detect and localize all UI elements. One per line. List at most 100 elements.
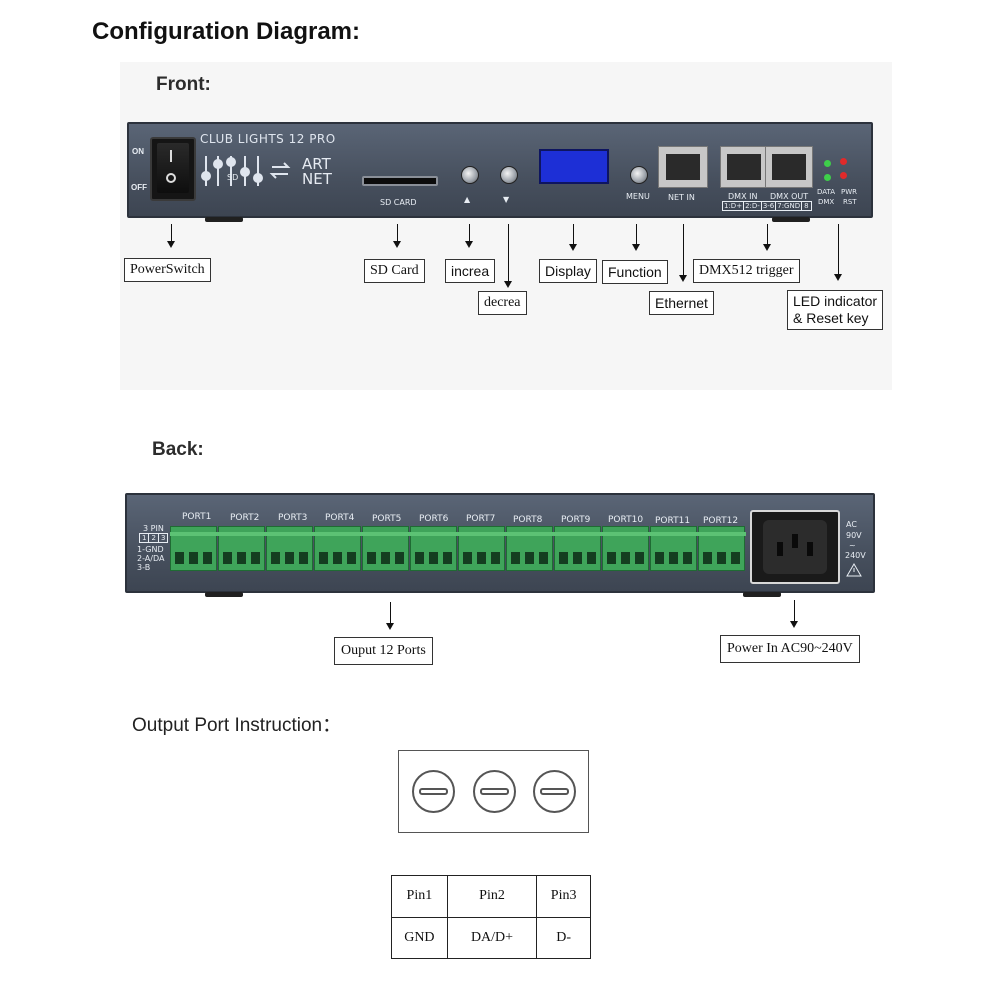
dmx-pin-label: 7:GND	[777, 202, 803, 210]
ac-90v-label: 90V	[846, 531, 862, 540]
reset-key[interactable]	[840, 172, 847, 179]
power-switch-rocker	[157, 143, 189, 193]
arrow-down-icon	[386, 623, 394, 630]
callout-dmx512-trigger: DMX512 trigger	[693, 259, 800, 283]
callout-power-in: Power In AC90~240V	[720, 635, 860, 663]
screw-icon	[412, 770, 455, 813]
arrow-line	[508, 224, 509, 281]
arrow-down-icon	[763, 244, 771, 251]
dmx-led-icon	[824, 174, 831, 181]
arrow-line	[636, 224, 637, 244]
pin-table-header: Pin3	[536, 875, 591, 918]
arrow-down-icon	[790, 621, 798, 628]
arrow-line	[767, 224, 768, 244]
artnet-logo: ART NET	[302, 157, 332, 187]
data-led-label: DATA	[817, 188, 836, 196]
data-led-icon	[824, 160, 831, 167]
port-label: PORT9	[561, 515, 591, 525]
increase-button[interactable]	[461, 166, 479, 184]
dmx-in-socket	[727, 154, 761, 180]
dmx-out-panel-label: DMX OUT	[770, 192, 809, 201]
back-foot-right	[743, 592, 781, 597]
artnet-logo-line1: ART	[302, 155, 331, 173]
back-foot-left	[205, 592, 243, 597]
pin-number: 1	[140, 534, 150, 542]
menu-panel-label: MENU	[626, 192, 650, 201]
switch-off-mark-icon	[166, 173, 176, 183]
front-foot-left	[205, 217, 243, 222]
up-arrow-icon: ▲	[464, 195, 471, 204]
ethernet-socket	[666, 154, 700, 180]
iec-pins-icon	[777, 534, 813, 556]
port-label: PORT1	[182, 512, 212, 522]
pin-table: Pin1 Pin2 Pin3 GND DA/D+ D-	[391, 875, 591, 959]
pin-table-cell: D-	[536, 916, 591, 959]
arrow-down-icon	[393, 241, 401, 248]
pwr-led-icon	[840, 158, 847, 165]
ac-tilde-label: ~	[849, 541, 856, 550]
arrow-line	[397, 224, 398, 241]
rst-label: RST	[843, 198, 857, 206]
port-label: PORT2	[230, 513, 260, 523]
front-foot-right	[772, 217, 810, 222]
dmx-out-socket	[772, 154, 806, 180]
dmx-pin-strip: 1:D+ 2:D- 3-6 7:GND 8	[722, 201, 812, 211]
screw-terminal-diagram	[398, 750, 589, 833]
sd-card-panel-label: SD CARD	[380, 198, 417, 207]
pin-table-header: Pin2	[446, 875, 538, 918]
callout-output-ports: Ouput 12 Ports	[334, 637, 433, 665]
ac-240v-label: 240V	[845, 551, 866, 560]
callout-led-reset: LED indicator & Reset key	[787, 290, 884, 330]
port-label: PORT10	[608, 515, 644, 525]
net-in-panel-label: NET IN	[668, 193, 695, 202]
pwr-led-label: PWR	[841, 188, 858, 196]
callout-power-switch: PowerSwitch	[124, 258, 211, 282]
pin-number: 3	[160, 534, 166, 542]
port-label: PORT12	[703, 516, 739, 526]
port-label: PORT8	[513, 515, 543, 525]
pin-legend-gnd: 1-GND	[137, 545, 164, 554]
oled-display	[539, 149, 609, 184]
ac-label: AC	[846, 520, 857, 529]
instruction-title: Output Port Instruction：	[132, 715, 342, 736]
screw-icon	[473, 770, 516, 813]
arrow-line	[683, 224, 684, 275]
switch-off-label: OFF	[131, 183, 147, 192]
page-title: Configuration Diagram:	[92, 18, 360, 45]
dmx-pin-label: 2:D-	[745, 202, 762, 210]
callout-increa: increa	[445, 259, 496, 283]
dmx-in-panel-label: DMX IN	[728, 192, 758, 201]
arrow-down-icon	[834, 274, 842, 281]
sd-card-slot[interactable]	[362, 176, 438, 186]
screw-icon	[533, 770, 576, 813]
port-label: PORT3	[278, 513, 308, 523]
callout-display: Display	[539, 259, 597, 283]
switch-on-mark-icon	[170, 150, 172, 162]
callout-led-line1: LED indicator	[793, 293, 878, 309]
arrow-line	[171, 224, 172, 241]
port-label: PORT5	[372, 514, 402, 524]
callout-function: Function	[602, 260, 668, 284]
dmx-led-label: DMX	[818, 198, 835, 206]
front-heading: Front:	[156, 74, 211, 95]
dmx-pin-label: 8	[804, 202, 809, 210]
pin-table-header-row: Pin1 Pin2 Pin3	[391, 875, 591, 918]
callout-sd-card: SD Card	[364, 259, 425, 283]
pin-legend-ada: 2-A/DA	[137, 554, 165, 563]
arrow-down-icon	[632, 244, 640, 251]
menu-button[interactable]	[630, 166, 648, 184]
back-heading: Back:	[152, 439, 204, 460]
pin-legend-title: 3 PIN	[143, 524, 164, 533]
arrow-line	[469, 224, 470, 241]
arrow-down-icon	[569, 244, 577, 251]
arrow-down-icon	[465, 241, 473, 248]
pin-legend-b: 3-B	[137, 563, 151, 572]
dmx-pin-label: 1:D+	[724, 202, 745, 210]
arrow-down-icon	[679, 275, 687, 282]
port-label: PORT6	[419, 514, 449, 524]
terminal-screws-icon	[170, 532, 746, 564]
sd-logo-mark: SD	[227, 173, 239, 182]
pin-table-row: GND DA/D+ D-	[391, 916, 591, 959]
arrow-down-icon	[167, 241, 175, 248]
decrease-button[interactable]	[500, 166, 518, 184]
